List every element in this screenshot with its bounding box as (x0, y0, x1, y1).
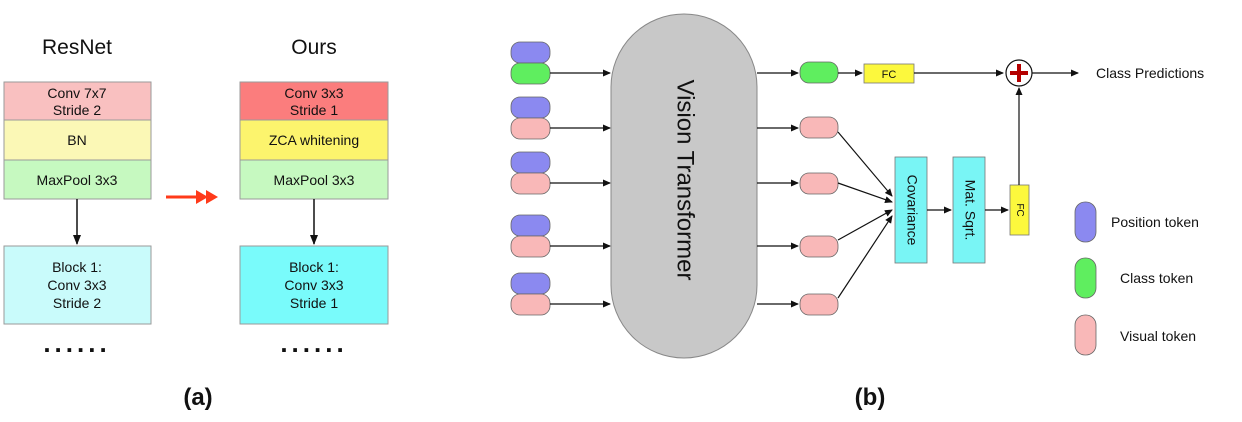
ours-block1-line1: Block 1: (289, 259, 339, 275)
ours-ellipsis: ...... (280, 328, 347, 358)
output-visual-token-2 (799, 172, 839, 195)
ours-conv-line2: Stride 1 (290, 102, 338, 118)
visual-to-cov-3 (837, 209, 893, 241)
position-token (510, 151, 551, 174)
position-token (510, 41, 551, 64)
ours-maxpool-label: MaxPool 3x3 (274, 172, 355, 188)
resnet-block1-line3: Stride 2 (53, 295, 101, 311)
visual-to-cov-1 (837, 131, 893, 197)
resnet-bn-label: BN (67, 132, 86, 148)
resnet-maxpool-block (3, 159, 152, 200)
visual-token (510, 172, 551, 195)
ours-maxpool-block (239, 159, 389, 200)
input-token-pair-1 (510, 41, 551, 85)
ours-zca-label: ZCA whitening (269, 132, 359, 148)
output-class-token (799, 61, 839, 84)
matrix-sqrt-label: Mat. Sqrt. (962, 180, 978, 241)
resnet-ellipsis: ...... (43, 328, 110, 358)
resnet-title: ResNet (42, 36, 112, 59)
visual-token (510, 117, 551, 140)
plus-icon (1005, 59, 1033, 87)
class-token (510, 62, 551, 85)
ours-block1 (239, 245, 389, 325)
position-token (510, 214, 551, 237)
input-token-pair-2 (510, 96, 551, 140)
ours-zca-block (239, 119, 389, 161)
visual-to-cov-2 (837, 182, 893, 203)
fc-right-label: FC (1014, 203, 1025, 216)
resnet-maxpool-label: MaxPool 3x3 (37, 172, 118, 188)
resnet-block1-line2: Conv 3x3 (47, 277, 106, 293)
legend-class-swatch (1074, 257, 1097, 299)
ours-block1-line2: Conv 3x3 (284, 277, 343, 293)
red-transition-arrow (166, 190, 218, 204)
input-token-pair-5 (510, 272, 551, 316)
resnet-conv-block (3, 81, 152, 121)
legend-visual-swatch (1074, 314, 1097, 356)
input-token-pair-4 (510, 214, 551, 258)
ours-conv-block (239, 81, 389, 121)
output-visual-token-3 (799, 235, 839, 258)
legend-position-swatch (1074, 201, 1097, 243)
fc-top-label: FC (882, 69, 897, 81)
position-token (510, 272, 551, 295)
covariance-label: Covariance (904, 175, 920, 246)
resnet-block1-line1: Block 1: (52, 259, 102, 275)
caption-b: (b) (855, 384, 886, 411)
output-visual-token-1 (799, 116, 839, 139)
input-token-pair-3 (510, 151, 551, 195)
resnet-conv-line2: Stride 2 (53, 102, 101, 118)
caption-a: (a) (183, 384, 212, 411)
legend-position-label: Position token (1111, 214, 1199, 230)
ours-conv-line1: Conv 3x3 (284, 85, 343, 101)
resnet-conv-line1: Conv 7x7 (47, 85, 106, 101)
visual-to-cov-4 (837, 215, 893, 299)
visual-token (510, 293, 551, 316)
resnet-block1 (3, 245, 152, 325)
output-visual-token-4 (799, 293, 839, 316)
legend-visual-label: Visual token (1120, 328, 1196, 344)
class-predictions-label: Class Predictions (1096, 65, 1204, 81)
vision-transformer-label: Vision Transformer (672, 80, 699, 281)
legend: Position token Class token Visual token (1074, 201, 1199, 356)
covariance-box (894, 156, 928, 264)
ours-title: Ours (291, 36, 337, 59)
legend-class-label: Class token (1120, 270, 1193, 286)
visual-token (510, 235, 551, 258)
resnet-bn-block (3, 119, 152, 161)
matrix-sqrt-box (952, 156, 986, 264)
vision-transformer-block (610, 13, 758, 359)
ours-block1-line3: Stride 1 (290, 295, 338, 311)
position-token (510, 96, 551, 119)
